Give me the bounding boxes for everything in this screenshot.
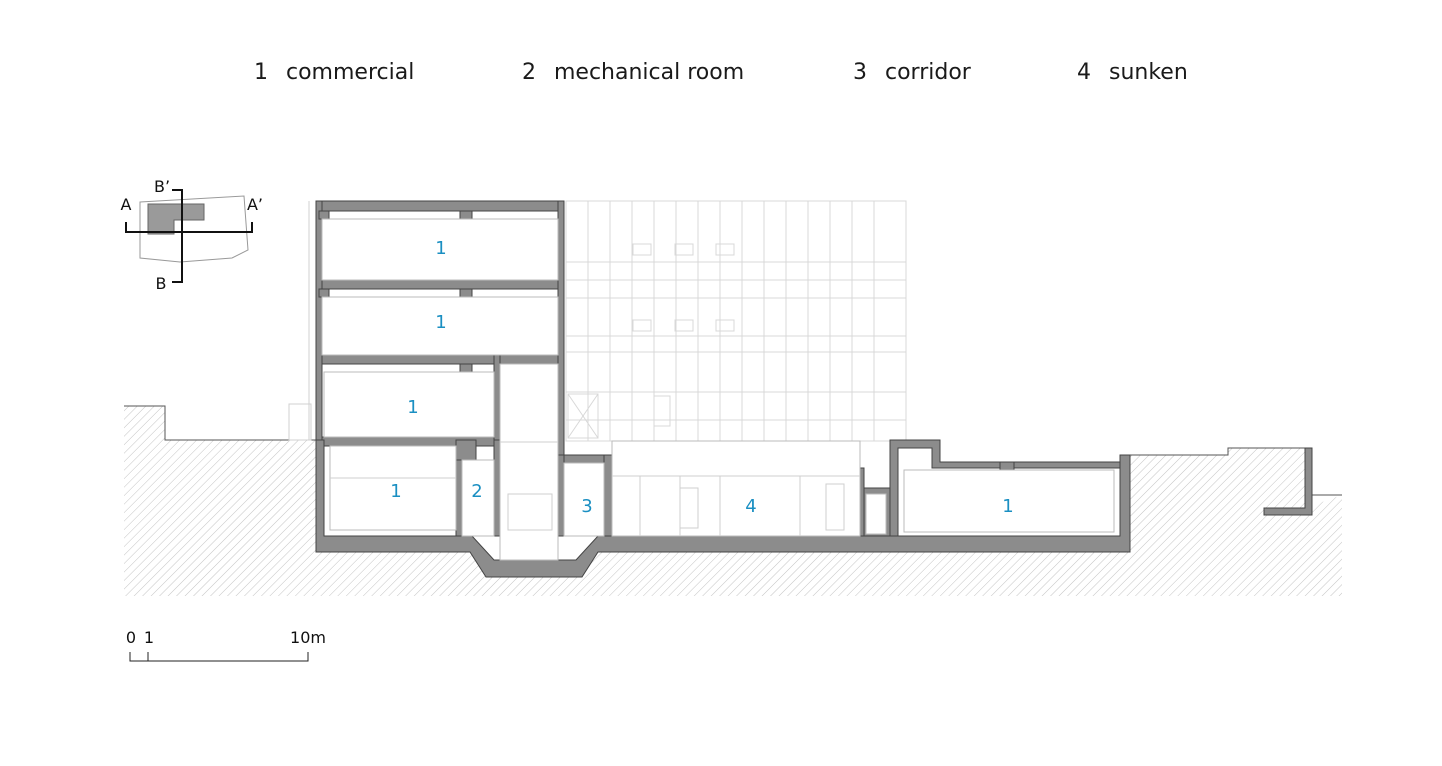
legend-item-mechanical-room: 2 mechanical room [522, 60, 744, 85]
section-line-a [125, 222, 253, 233]
scale-bar: 0 1 10m [126, 628, 326, 662]
key-plan-building [147, 203, 205, 235]
legend-label: mechanical room [554, 60, 745, 85]
room-label: 1 [407, 397, 418, 418]
room-label: 1 [1002, 496, 1013, 517]
room-label: 1 [390, 481, 401, 502]
legend-item-sunken: 4 sunken [1077, 60, 1188, 85]
legend-label: commercial [286, 60, 415, 85]
section-label-a: A [121, 195, 132, 214]
room-label: 1 [435, 312, 446, 333]
room-labels: 1 1 1 1 2 3 4 1 [390, 238, 1013, 517]
ground-hatch [124, 406, 1342, 596]
section-label-b: B [156, 274, 167, 293]
legend-number: 3 [853, 60, 867, 85]
scale-label-zero: 0 [126, 628, 136, 647]
legend-number: 4 [1077, 60, 1091, 85]
ground-line [124, 405, 1342, 496]
legend: 1 commercial 2 mechanical room 3 corridor 4… [0, 60, 1442, 94]
scale-bar-line [129, 652, 309, 662]
legend-label: corridor [885, 60, 971, 85]
section-line-b [172, 189, 183, 283]
room-label: 1 [435, 238, 446, 259]
section-label-b-prime: B’ [154, 177, 170, 196]
scale-label-ten: 10m [290, 628, 326, 647]
legend-item-corridor: 3 corridor [853, 60, 971, 85]
room-label: 2 [471, 481, 482, 502]
room-label: 3 [581, 496, 592, 517]
key-plan: A A’ B’ B [121, 177, 263, 293]
room-voids [321, 218, 1115, 561]
scale-label-one: 1 [144, 628, 154, 647]
legend-label: sunken [1109, 60, 1188, 85]
room-label: 4 [745, 496, 756, 517]
left-facade [288, 201, 312, 441]
key-plan-site-outline [139, 195, 249, 263]
interior-lines [330, 441, 860, 536]
legend-number: 2 [522, 60, 536, 85]
glass-facade [565, 200, 907, 442]
legend-number: 1 [254, 60, 268, 85]
section-label-a-prime: A’ [247, 195, 263, 214]
legend-item-commercial: 1 commercial [254, 60, 414, 85]
